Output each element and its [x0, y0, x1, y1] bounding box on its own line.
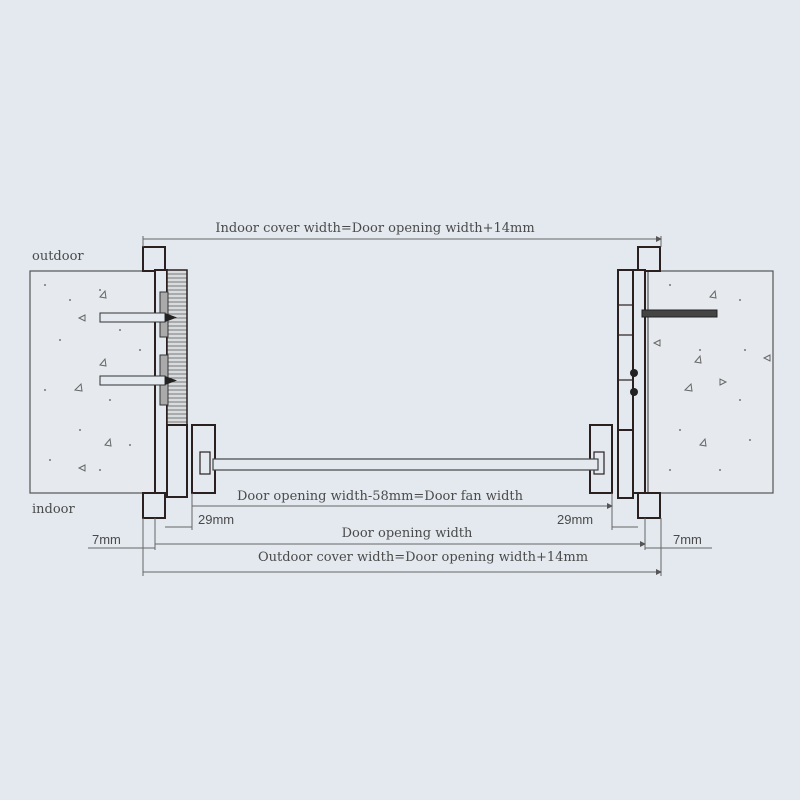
left-anchor-bolts — [99, 312, 177, 386]
left-29mm-label: 29mm — [198, 512, 234, 527]
door-leaf — [212, 458, 599, 471]
door-opening-width-label: Door opening width — [342, 526, 473, 541]
right-wall — [647, 270, 774, 494]
left-7mm-label: 7mm — [92, 532, 121, 547]
right-7mm-label: 7mm — [673, 532, 702, 547]
indoor-label: indoor — [32, 502, 76, 517]
indoor-cover-width-label: Indoor cover width=Door opening width+14… — [215, 221, 534, 236]
door-fan-width-label: Door opening width-58mm=Door fan width — [237, 489, 524, 504]
right-door-frame — [589, 246, 661, 519]
outdoor-cover-width-label: Outdoor cover width=Door opening width+1… — [258, 550, 588, 565]
dimension-lines — [88, 236, 712, 576]
right-anchor-bolt — [641, 309, 718, 318]
outdoor-label: outdoor — [32, 249, 84, 264]
right-29mm-label: 29mm — [557, 512, 593, 527]
